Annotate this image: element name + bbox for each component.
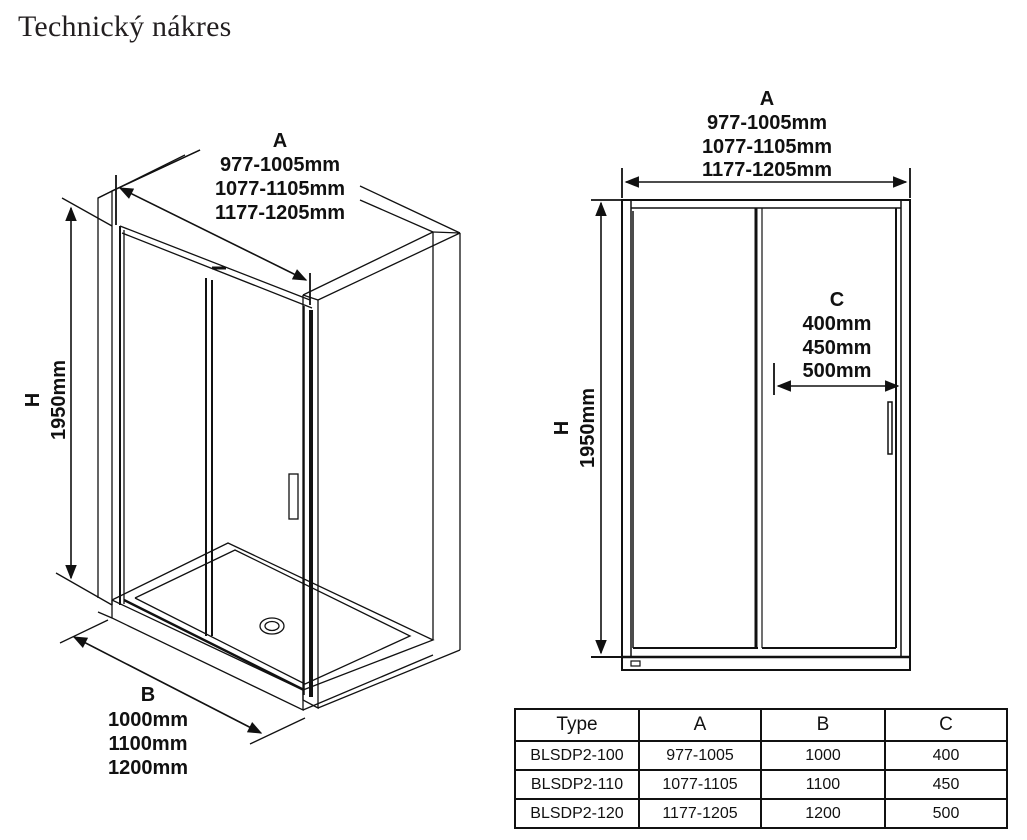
- front-dim-c-value-1: 400mm: [803, 313, 872, 335]
- front-door-handle: [887, 401, 893, 455]
- isometric-dim-h-lines: [55, 197, 113, 606]
- isometric-dim-a-label: A 977-1005mm 1077-1105mm 1177-1205mm: [215, 130, 345, 224]
- cell-type: BLSDP2-100: [514, 740, 640, 771]
- front-dim-h-label: H 1950mm: [551, 388, 599, 468]
- front-dim-h-letter: H: [551, 421, 573, 435]
- dim-b-value-3: 1200mm: [108, 757, 188, 779]
- front-view: [591, 168, 911, 671]
- cell-c: 500: [884, 798, 1008, 829]
- front-dim-c-label: C 400mm 450mm 500mm: [803, 289, 872, 382]
- isometric-view: [55, 149, 461, 745]
- table-row: BLSDP2-100 977-1005 1000 400: [514, 740, 1008, 771]
- top-rail: [119, 225, 313, 309]
- header-c: C: [884, 708, 1008, 742]
- table-row: BLSDP2-110 1077-1105 1100 450: [514, 769, 1008, 800]
- header-b: B: [760, 708, 886, 742]
- table-header-row: Type A B C: [514, 708, 1008, 742]
- door-handle: [288, 473, 299, 520]
- dim-a-letter: A: [273, 130, 287, 152]
- front-dim-a-value-3: 1177-1205mm: [702, 159, 832, 181]
- cell-c: 450: [884, 769, 1008, 800]
- dim-b-letter: B: [141, 684, 155, 706]
- isometric-dim-b-label: B 1000mm 1100mm 1200mm: [108, 684, 188, 779]
- cell-b: 1200: [760, 798, 886, 829]
- front-dim-c-value-2: 450mm: [803, 337, 872, 359]
- cell-c: 400: [884, 740, 1008, 771]
- front-dim-c-letter: C: [830, 289, 844, 311]
- dim-h-letter: H: [22, 393, 44, 407]
- front-dim-c-value-3: 500mm: [803, 360, 872, 382]
- spec-table: Type A B C BLSDP2-100 977-1005 1000 400 …: [514, 708, 1008, 829]
- cell-type: BLSDP2-110: [514, 769, 640, 800]
- dim-b-value-1: 1000mm: [108, 709, 188, 731]
- table-row: BLSDP2-120 1177-1205 1200 500: [514, 798, 1008, 829]
- cell-b: 1000: [760, 740, 886, 771]
- dim-a-value-1: 977-1005mm: [220, 154, 340, 176]
- cell-b: 1100: [760, 769, 886, 800]
- front-dim-a-letter: A: [760, 88, 774, 110]
- cell-a: 1177-1205: [638, 798, 762, 829]
- header-a: A: [638, 708, 762, 742]
- dim-a-value-3: 1177-1205mm: [215, 202, 345, 224]
- header-type: Type: [514, 708, 640, 742]
- cell-type: BLSDP2-120: [514, 798, 640, 829]
- cell-a: 1077-1105: [638, 769, 762, 800]
- right-wall: [302, 231, 461, 710]
- isometric-dim-h-label: H 1950mm: [22, 360, 70, 440]
- sliding-door-frame: [119, 226, 313, 697]
- front-dim-a-label: A 977-1005mm 1077-1105mm 1177-1205mm: [702, 88, 832, 181]
- front-dim-a-value-2: 1077-1105mm: [702, 136, 832, 158]
- dim-h-value: 1950mm: [48, 360, 70, 440]
- cell-a: 977-1005: [638, 740, 762, 771]
- page-title: Technický nákres: [18, 10, 232, 43]
- left-wall: [97, 149, 201, 605]
- dim-a-value-2: 1077-1105mm: [215, 178, 345, 200]
- isometric-dim-b-lines: [59, 619, 306, 745]
- front-dim-a-value-1: 977-1005mm: [707, 112, 827, 134]
- isometric-dim-a-lines: [111, 149, 461, 305]
- front-dim-h-value: 1950mm: [577, 388, 599, 468]
- dim-b-value-2: 1100mm: [109, 733, 188, 755]
